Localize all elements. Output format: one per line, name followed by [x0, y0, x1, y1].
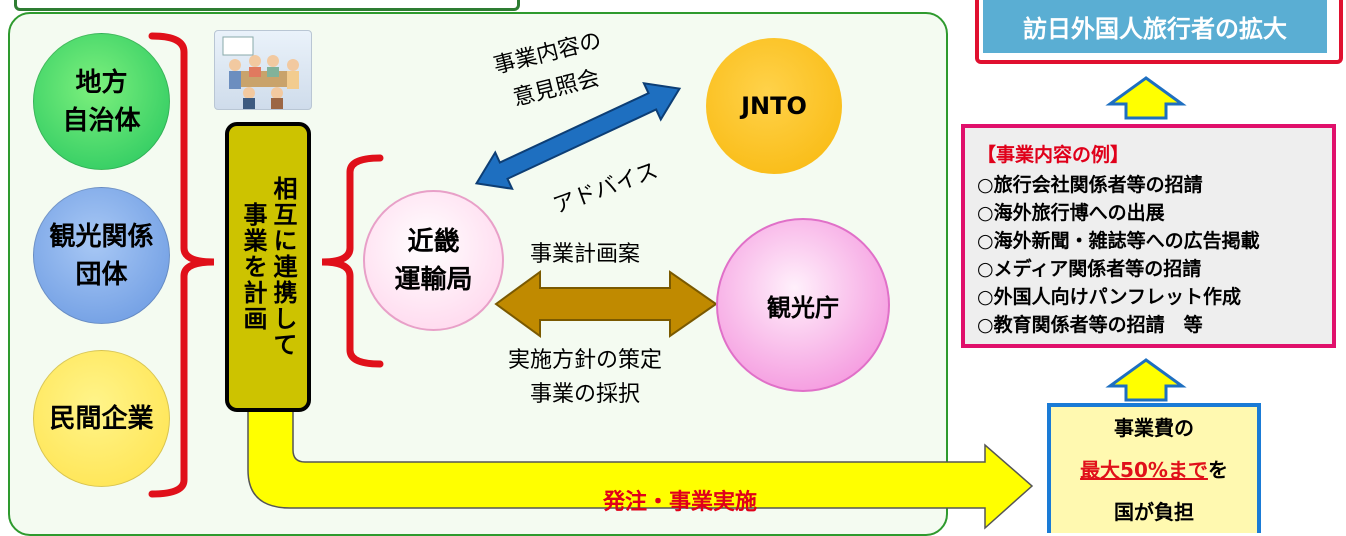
up-arrow-bottom	[1105, 358, 1187, 402]
private-company-node: 民間企業	[33, 350, 170, 487]
joint-planning-label: 相互に連携して 事業を計画	[239, 176, 297, 358]
example-item: ○旅行会社関係者等の招請	[977, 174, 1203, 196]
local-government-label: 地方 自治体	[62, 67, 141, 136]
private-company-label: 民間企業	[49, 403, 154, 434]
jnto-consult-arrow	[474, 81, 682, 191]
cost-line-2: 最大50%までを	[1080, 449, 1228, 491]
proposal-label: 事業計画案	[530, 242, 641, 267]
cost-line-3: 国が負担	[1114, 500, 1194, 524]
kinki-transport-bureau-node: 近畿 運輸局	[363, 190, 504, 331]
top-banner-edge	[14, 0, 520, 11]
cost-share-box: 事業費の 最大50%までを 国が負担	[1047, 403, 1261, 533]
cost-line-2-rest: を	[1207, 458, 1228, 482]
tourism-agency-label: 観光庁	[767, 293, 839, 322]
example-item: ○海外新聞・雑誌等への広告掲載	[977, 230, 1260, 252]
example-projects-box: 【事業内容の例】 ○旅行会社関係者等の招請 ○海外旅行博への出展 ○海外新聞・雑…	[961, 124, 1336, 348]
kinki-transport-bureau-label: 近畿 運輸局	[394, 226, 473, 295]
joint-planning-box: 相互に連携して 事業を計画	[225, 122, 311, 412]
example-item: ○メディア関係者等の招請	[977, 258, 1202, 280]
agency-proposal-arrow	[494, 270, 718, 338]
example-item: ○海外旅行博への出展	[977, 202, 1165, 224]
example-item: ○教育関係者等の招請 等	[977, 314, 1203, 336]
cost-line-1: 事業費の	[1114, 416, 1194, 440]
actors-bracket	[148, 32, 215, 498]
up-arrow-top	[1105, 76, 1187, 120]
tourism-agency-node: 観光庁	[716, 218, 890, 392]
meeting-illustration	[214, 30, 312, 110]
kinki-bracket	[321, 154, 384, 368]
implementation-flow-label: 発注・事業実施	[602, 490, 757, 515]
tourism-organization-label: 観光関係 団体	[49, 221, 154, 290]
decision-label: 実施方針の策定 事業の採択	[508, 348, 663, 407]
example-item: ○外国人向けパンフレット作成	[977, 286, 1241, 308]
goal-label: 訪日外国人旅行者の拡大	[1023, 15, 1287, 43]
local-government-node: 地方 自治体	[33, 33, 170, 170]
tourism-organization-node: 観光関係 団体	[33, 187, 170, 324]
implementation-flow-arrow	[247, 403, 1034, 530]
jnto-label: JNTO	[741, 92, 807, 120]
example-projects-heading: 【事業内容の例】	[977, 144, 1130, 166]
cost-highlight: 最大50%まで	[1080, 458, 1208, 482]
goal-banner: 訪日外国人旅行者の拡大	[983, 0, 1327, 53]
jnto-node: JNTO	[706, 38, 842, 174]
